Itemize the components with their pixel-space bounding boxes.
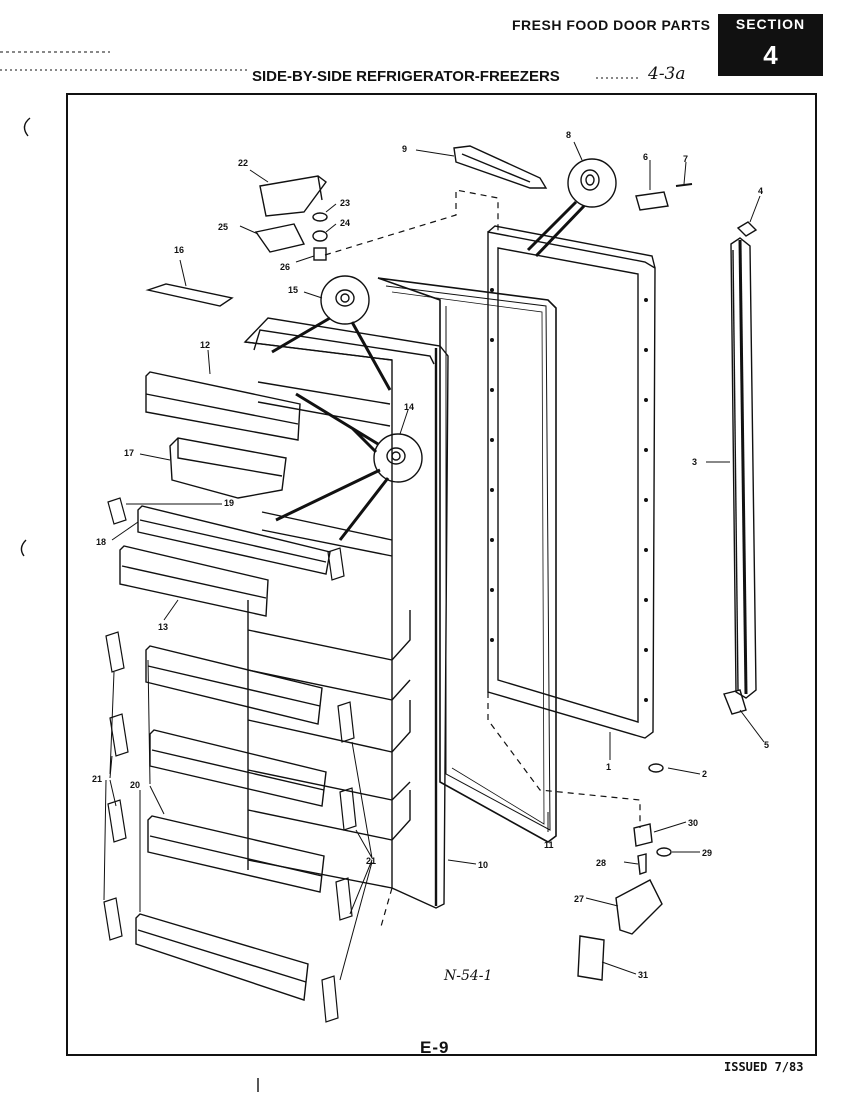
part-label: 31 — [638, 970, 648, 980]
shelf-rail-12 — [145, 371, 301, 441]
shelf-rail-20d — [135, 913, 309, 1001]
part-label: 12 — [200, 340, 210, 350]
part-label: 11 — [544, 840, 554, 850]
part-label: 26 — [280, 262, 290, 272]
door-gasket — [377, 277, 557, 843]
hinge-plate-25 — [254, 223, 306, 253]
part-label: 1 — [606, 762, 611, 772]
handle-9 — [453, 145, 548, 189]
liner-leader — [379, 887, 393, 931]
washer-29 — [656, 847, 672, 857]
part-label: 2 — [702, 769, 707, 779]
diagram-frame — [66, 93, 817, 1056]
bushing-24 — [312, 230, 328, 242]
page-id: E-9 — [420, 1038, 450, 1057]
cover-6 — [635, 191, 669, 211]
part-label: 28 — [596, 858, 606, 868]
part-label: 23 — [340, 198, 350, 208]
shelf-brackets — [103, 497, 357, 1023]
part-label: 21 — [92, 774, 102, 784]
section-label: SECTION — [735, 16, 806, 32]
hinge-leader — [324, 189, 499, 256]
part-label: 17 — [124, 448, 134, 458]
section-parts-title: FRESH FOOD DOOR PARTS — [512, 17, 711, 33]
part-label: 27 — [574, 894, 584, 904]
section-number: 4 — [763, 40, 778, 70]
clip-4 — [736, 221, 758, 237]
pin-7 — [675, 183, 693, 187]
part-label: 20 — [130, 780, 140, 790]
shelf-rail-20a — [145, 645, 323, 725]
hinge-bracket-22 — [259, 175, 327, 217]
shelf-rail-13 — [119, 545, 269, 617]
callout-15 — [271, 275, 392, 391]
dairy-bin-17 — [169, 437, 287, 499]
part-label: 22 — [238, 158, 248, 168]
washer-23 — [312, 212, 328, 222]
callout-8 — [526, 158, 617, 258]
bottom-leader — [487, 692, 641, 828]
shelf-rail-20b — [149, 729, 327, 807]
part-label: 10 — [478, 860, 488, 870]
part-label: 29 — [702, 848, 712, 858]
part-label: 24 — [340, 218, 350, 228]
washer-2 — [648, 763, 664, 773]
part-labels: 22 23 24 25 26 16 9 8 6 7 4 15 12 14 17 … — [92, 130, 769, 980]
inner-door-panel — [487, 225, 656, 739]
part-label: 13 — [158, 622, 168, 632]
part-label: 6 — [643, 152, 648, 162]
part-label: 18 — [96, 537, 106, 547]
callout-14 — [275, 392, 423, 541]
part-label: 19 — [224, 498, 234, 508]
bracket-31 — [577, 935, 605, 981]
screw-28 — [637, 853, 647, 875]
door-liner — [243, 317, 449, 909]
shelf-rail-18 — [137, 505, 331, 575]
part-label: 25 — [218, 222, 228, 232]
clip-5 — [723, 689, 747, 715]
bushing-30 — [633, 823, 653, 847]
part-label: 3 — [692, 457, 697, 467]
part-label: 15 — [288, 285, 298, 295]
shelf-rail-20c — [147, 815, 325, 893]
section-badge: SECTION 4 — [718, 14, 823, 76]
nut-26 — [313, 247, 327, 261]
issued-date: ISSUED 7/83 — [724, 1060, 804, 1074]
cam-16 — [145, 283, 234, 307]
part-label: 21 — [366, 856, 376, 866]
part-label: 4 — [758, 186, 763, 196]
margin-mark — [20, 539, 27, 557]
part-label: 8 — [566, 130, 571, 140]
part-label: 5 — [764, 740, 769, 750]
door-trim-strip — [730, 237, 757, 699]
part-label: 9 — [402, 144, 407, 154]
part-label: 7 — [683, 154, 688, 164]
hinge-27 — [615, 879, 663, 935]
model-code: N-54-1 — [444, 968, 493, 984]
handwritten-note: 4-3a — [648, 64, 686, 84]
part-label: 30 — [688, 818, 698, 828]
part-label: 14 — [404, 402, 414, 412]
page-title: SIDE-BY-SIDE REFRIGERATOR-FREEZERS — [252, 68, 560, 85]
part-label: 16 — [174, 245, 184, 255]
margin-mark — [23, 117, 31, 137]
